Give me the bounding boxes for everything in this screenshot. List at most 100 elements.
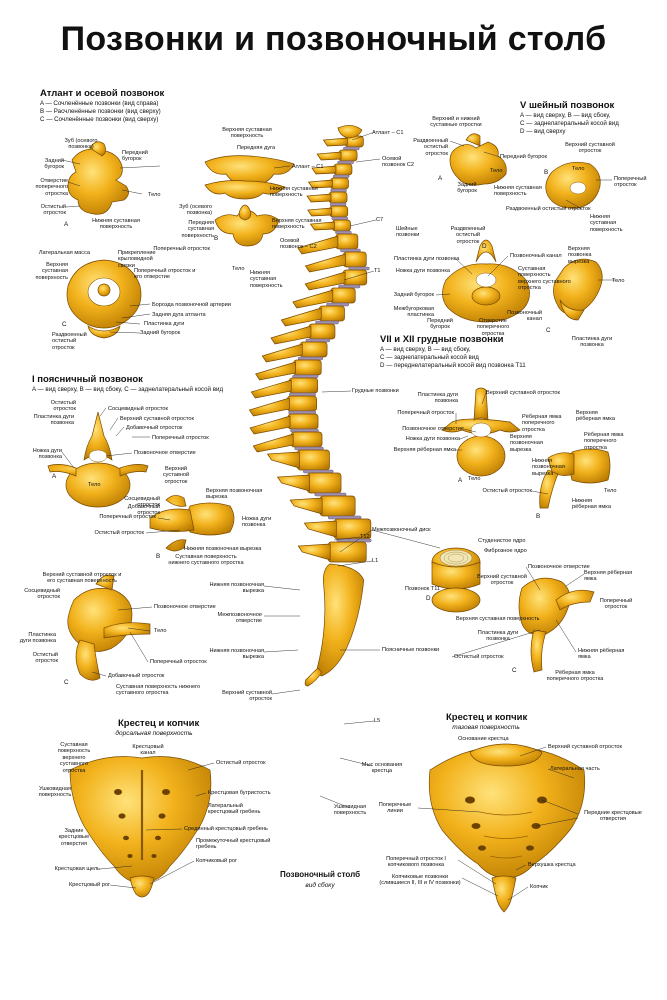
spinous-process [252,433,294,453]
label-body: Тело [148,192,161,198]
label-sd-auricular: Ушковидная поверхность [38,786,72,799]
label-lat-mass: Латеральная масса [38,250,90,256]
label-l-spinous-b: Остистый отросток [94,530,144,536]
label-c5-d: D [482,243,487,250]
label-t-spinous-b: Остистый отросток [482,488,532,494]
label-sup-articular: Верхняя суставная поверхность [222,127,272,140]
label-sd-horn: Крестцовый рог [68,882,110,888]
label-l-accessory-c: Добавочный отросток [108,673,165,679]
label-post-tubercle-c: Задний бугорок [140,330,181,336]
label-t-b: B [536,513,541,520]
label-c5-bifid: Раздвоенный остистый отросток [413,138,448,157]
poster-title: Позвонки и позвоночный столб [60,20,607,58]
label-t-sup-costal-b: Верхняя рёберная ямка [576,410,615,423]
label-t-lamina: Пластинка дуги позвонка [417,392,458,405]
spinous-process [304,271,346,291]
spinous-process [297,235,339,255]
label-foramen: Отверстие поперечного отростка [35,178,68,197]
c5-heading: V шейный позвонок [520,100,615,111]
spinous-process [276,474,310,492]
label-c5-sup-art-b: Верхний суставной отросток [565,142,615,155]
label-l-accessory-b: Добавочный отросток [127,504,160,517]
label-t-inf-notch: Нижняя позвоночная вырезка [532,458,565,477]
label-sd-hiatus: Крестцовая щель [54,866,100,872]
lumbar-figures [47,411,235,681]
label-lamina: Пластинка дуги [144,321,185,327]
label-c5-sup-inf: Верхний и нижний суставные отростки [430,116,482,129]
label-col-promontory: Мыс основания крестца [361,762,403,775]
label-t-inf-costal-c: Нижняя рёберная ямка [578,648,625,661]
label-t-c: C [512,667,517,674]
spinous-process [297,543,331,561]
thoracic-legend-2: C — заднелатеральный косой вид [380,354,479,361]
label-ant-arch: Передняя дуга [236,145,276,151]
atlas-legend-a: A — Сочленённые позвонки (вид справа) [40,100,159,107]
label-c5-pedicle: Ножка дуги позвонка [395,268,450,274]
label-t-d: D [426,595,431,602]
spinous-process [309,221,335,231]
sacrum-dorsal-figure [69,756,212,898]
label-inferior-articular: Нижняя суставная поверхность [92,218,140,231]
label-l-mammillary-b: Сосцевидный отросток [124,496,160,509]
label-c5-transverse: Поперечный отросток [614,176,647,189]
label-t-lamina-c: Пластинка дуги позвонка [477,630,519,643]
spinous-process [322,137,348,147]
atlas-legend-b: B — Расчленённые позвонки (вид сверху) [40,108,161,115]
label-c5-body: Тело [490,168,503,174]
label-c5-inf-art-b: Нижняя суставная поверхность [590,214,623,233]
sacrum-dorsal-heading: Крестец и копчик [118,718,200,729]
label-body-b: Тело [232,266,245,272]
spinous-process [316,151,342,161]
label-l-inf-art-c: Суставная поверхность нижнего суставного… [116,684,201,697]
label-inf-art-b: Нижняя суставная поверхность [250,270,283,289]
label-dens-b: Зуб (осевого позвонка) [179,204,212,217]
label-l-foramen: Позвоночное отверстие [134,450,196,456]
label-c5-intertub: Межбугорковая пластинка [393,306,434,319]
label-l-mammillary-c: Сосцевидный отросток [24,588,60,601]
label-t-sup-art: Верхний суставной отросток [486,390,560,396]
coccyx-side [304,667,323,687]
spinous-process [304,253,346,273]
label-sp-coccyx-vertebrae: Копчиковые позвонки (слившиеся II, III и… [379,874,461,887]
lumbar-legend: A — вид сверху, B — вид сбоку, C — задне… [32,386,224,393]
c5-figures [442,133,603,323]
atlas-side [337,125,363,139]
label-t-foramen-c: Позвоночное отверстие [528,564,590,570]
spinous-process [307,207,333,217]
label-col-lumbar: Поясничные позвонки [382,647,440,653]
label-l-accessory: Добавочный отросток [126,425,183,431]
label-t-a: A [458,477,463,484]
label-t-transverse-c: Поперечный отросток [599,598,633,611]
label-t-sup-art-c: Верхний суставной отросток [477,574,527,587]
label-l-spinous: Остистый отросток [50,400,76,413]
label-t-sup-costal-c: Верхняя рёберная ямка [584,570,633,583]
label-t-costal-trans-b: Рёберная ямка поперечного отростка [584,432,624,451]
label-sd-lateral-crest: Латеральный крестцовый гребень [208,803,261,816]
label-sp-base: Основание крестца [458,736,509,742]
label-col-inter-notch: Нижняя позвоночная вырезка [209,582,265,595]
label-col-t1: T1 [374,268,381,274]
label-t-pedicle: Ножка дуги позвонка [405,436,460,442]
label-sp-lateral: Латеральная часть [550,766,600,772]
label-col-inter-foramen: Межпозвоночное отверстие [217,612,262,625]
label-l-a: A [52,473,57,480]
label-col-c7: C7 [376,217,384,223]
label-l-body-c: Тело [154,628,167,634]
label-col-axis: Осевой позвонок C2 [382,156,415,169]
label-c5-body-b: Тело [572,166,585,172]
label-sp-transverse-lines: Поперечные линии [378,802,412,815]
label-l-sup-art-c: Верхний суставной отросток и его суставн… [42,572,122,585]
label-sd-sup-art: Суставная поверхность верхнего суставног… [57,742,91,774]
label-l-spinous-c: Остистый отросток [32,652,58,665]
label-t-transverse: Поперечный отросток [397,410,454,416]
label-sd-median-crest: Срединный крестцовый гребень [184,826,268,832]
label-c5-vert-canal: Позвоночный канал [510,253,562,259]
label-t-t11: Позвонок T11 [404,586,440,592]
label-transverse-lig: Прикрепление крыловидной связки [118,250,156,269]
spinous-process [292,289,334,309]
label-c5-c: C [546,327,551,334]
label-c5-bifid-b: Раздвоенный остистый отросток [506,206,591,212]
label-posterior-tubercle: Задний бугорок [44,158,64,171]
label-sd-tuberosity: Крестцовая бугристость [208,790,271,796]
label-dens: Зуб (осевого позвонка) [64,138,98,151]
